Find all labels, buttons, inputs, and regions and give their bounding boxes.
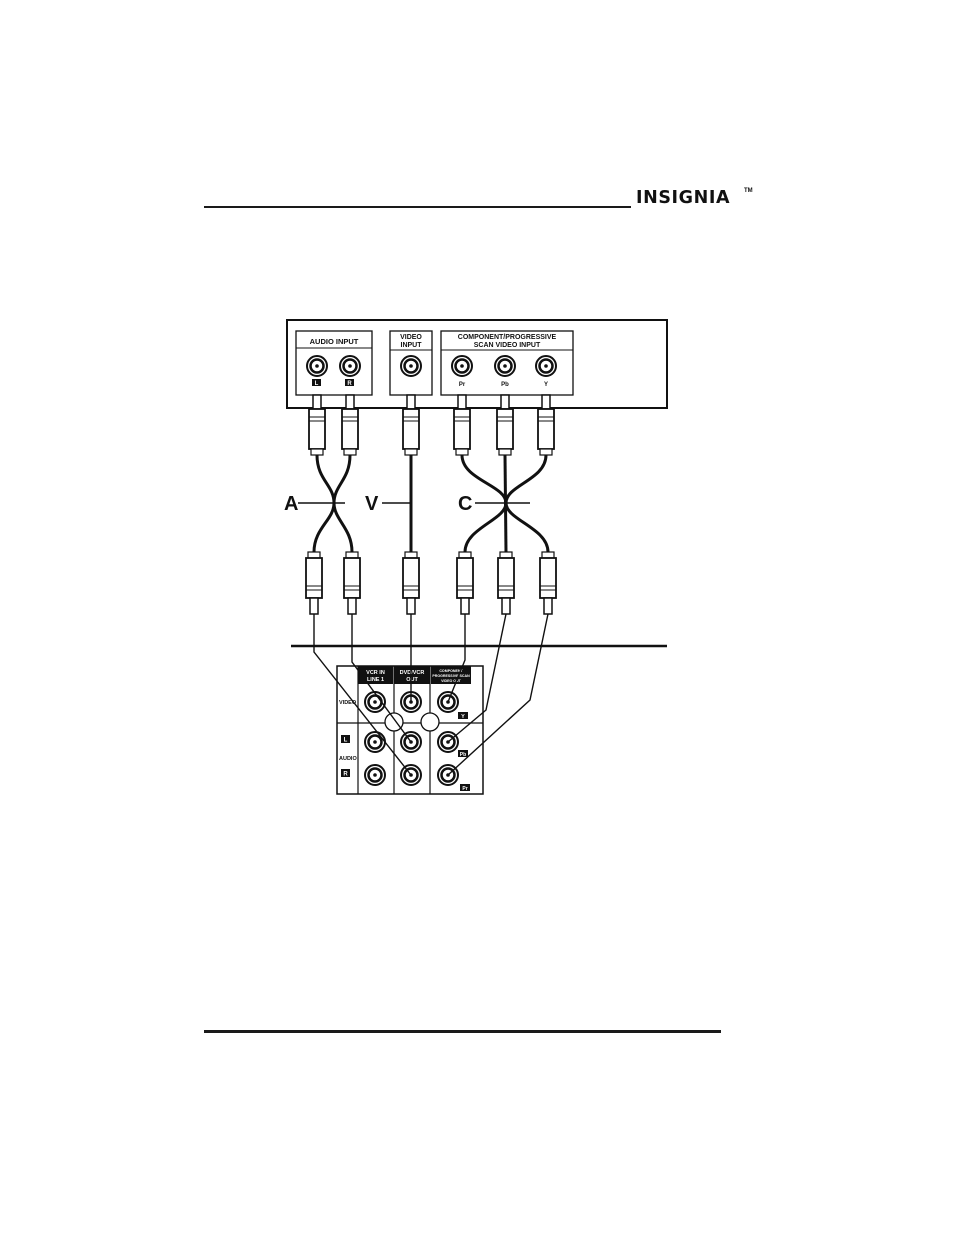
tv-audio-r-label: R xyxy=(347,381,352,387)
cable-label-component: C xyxy=(458,493,472,515)
device-r-label: R xyxy=(343,772,348,778)
audio-input-label: AUDIO INPUT xyxy=(310,337,359,346)
tv-audio-l-jack xyxy=(307,356,327,376)
plug-y-lower xyxy=(540,552,556,614)
tv-y-label: Y xyxy=(544,382,548,388)
component-out-label-3: VIDEO OUT xyxy=(441,679,462,683)
tv-pr-jack xyxy=(452,356,472,376)
device-pr-label: Pr xyxy=(462,786,467,792)
plug-audio-r-lower xyxy=(344,552,360,614)
tv-audio-l-label: L xyxy=(315,381,319,387)
video-input-label-1: VIDEO xyxy=(400,334,422,341)
plug-pr-lower xyxy=(457,552,473,614)
video-input-label-2: INPUT xyxy=(401,342,423,349)
plug-pb-lower xyxy=(498,552,514,614)
cable-label-audio: A xyxy=(284,493,298,515)
tv-video-jack xyxy=(401,356,421,376)
tv-pb-label: Pb xyxy=(501,382,509,388)
component-input-label-2: SCAN VIDEO INPUT xyxy=(474,342,541,349)
device-pb-label: Pb xyxy=(460,752,466,758)
component-out-label-2: PROGRESSIVE SCAN xyxy=(432,674,470,678)
plug-audio-l-lower xyxy=(306,552,322,614)
vcr-in-label-1: VCR IN xyxy=(366,670,385,676)
cable-label-video: V xyxy=(365,493,379,515)
tv-pb-jack xyxy=(495,356,515,376)
dvd-vcr-out-label-2: OUT xyxy=(406,677,418,683)
device-y-label: Y xyxy=(461,714,465,720)
tv-audio-r-jack xyxy=(340,356,360,376)
device-audio-label: AUDIO xyxy=(339,756,357,762)
device-l-label: L xyxy=(344,738,348,744)
tv-pr-label: Pr xyxy=(459,382,466,388)
dvd-vcr-out-label-1: DVD/VCR xyxy=(400,670,425,676)
device-vcr-audio-l-jack xyxy=(365,732,385,752)
plug-video-lower xyxy=(403,552,419,614)
vcr-in-label-2: LINE 1 xyxy=(367,677,384,683)
device-vcr-audio-r-jack xyxy=(365,765,385,785)
tv-y-jack xyxy=(536,356,556,376)
component-input-label-1: COMPONENT/PROGRESSIVE xyxy=(458,334,557,341)
